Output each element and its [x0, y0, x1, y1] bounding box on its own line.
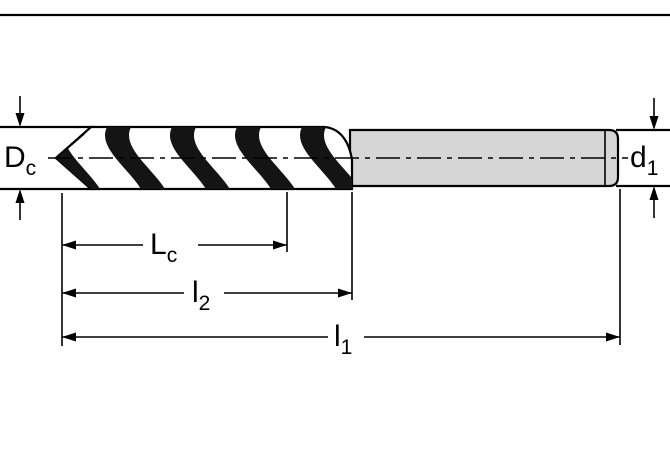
label-flute-length: Lc [150, 228, 177, 267]
drill-tip-chisel-edge [56, 133, 85, 158]
dim-lc: Lc [62, 228, 287, 267]
l2-arrowhead-left-icon [62, 288, 76, 298]
lc-arrowhead-left-icon [62, 240, 76, 250]
l1-arrowhead-left-icon [62, 332, 76, 342]
shank-diameter-callout: d1 [616, 98, 670, 218]
flute-spiral-band [300, 127, 352, 189]
label-overall-length: l1 [334, 320, 352, 359]
d1-arrowhead-down-icon [649, 116, 659, 130]
cutting-diameter-callout: Dc [0, 96, 95, 220]
dc-arrowhead-down-icon [15, 113, 25, 127]
label-shank-diameter: d1 [630, 141, 658, 180]
shank-body [348, 128, 620, 188]
l1-arrowhead-right-icon [606, 332, 620, 342]
dim-l2: l2 [62, 276, 352, 315]
l2-arrowhead-right-icon [338, 288, 352, 298]
flute-spiral-band [169, 127, 230, 189]
dc-arrowhead-up-icon [15, 189, 25, 203]
label-cutting-diameter: Dc [4, 141, 36, 180]
label-flute-end-length: l2 [192, 276, 210, 315]
lc-arrowhead-right-icon [273, 240, 287, 250]
dim-l1: l1 [62, 320, 620, 359]
d1-arrowhead-up-icon [649, 186, 659, 200]
